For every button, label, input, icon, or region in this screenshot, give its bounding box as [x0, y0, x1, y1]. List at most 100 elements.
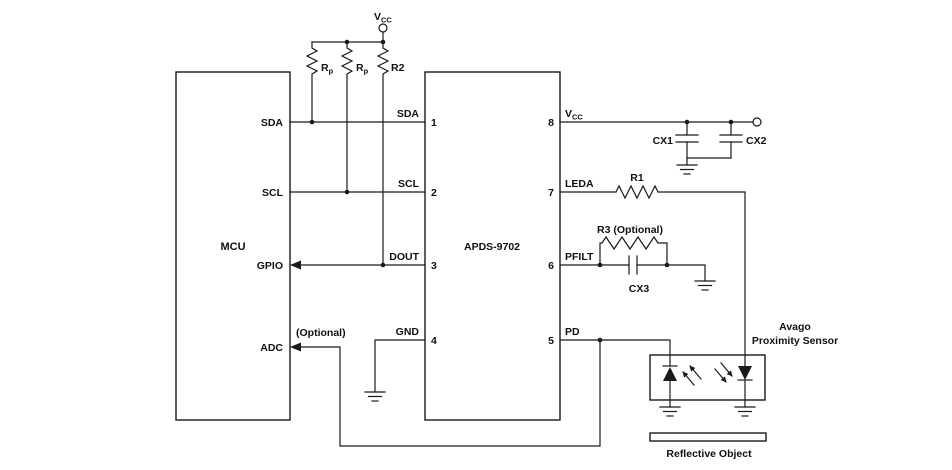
junction-dot	[380, 262, 386, 268]
cx3-capacitor	[628, 255, 638, 275]
adc-optional-note: (Optional)	[296, 327, 346, 339]
ic-block: APDS-9702 1 2 3 4 8 7 6 5 SDA SCL DOUT G…	[389, 71, 594, 421]
vcc-supply-branch: CX1 CX2	[559, 117, 767, 175]
rp-main: R	[356, 62, 364, 74]
leda-wire-right	[657, 191, 746, 367]
vcc-terminal-top: VCC	[374, 11, 392, 43]
resistor-rp2-label: Rp	[356, 62, 369, 76]
ic-title: APDS-9702	[464, 241, 520, 253]
junction-dot	[597, 337, 603, 343]
ic-pin8-number: 8	[548, 117, 554, 129]
rp-sub: p	[329, 67, 334, 76]
mcu-title: MCU	[220, 241, 245, 253]
ic-pin5-name: PD	[565, 326, 580, 338]
cx2-label: CX2	[746, 135, 767, 147]
ic-pin2-name: SCL	[398, 178, 420, 190]
cx1-label: CX1	[653, 135, 674, 147]
proximity-sensor-box	[649, 354, 766, 401]
ic-pin2-number: 2	[431, 187, 437, 199]
reflective-object-bar	[649, 432, 767, 442]
gnd-branch	[364, 339, 426, 402]
sensor-name-line2: Proximity Sensor	[752, 335, 838, 347]
signal-wires: (Optional)	[289, 121, 601, 447]
ic-pin8-name-vcc: VCC	[565, 108, 583, 122]
ic-pin4-number: 4	[431, 335, 437, 347]
pd-wire	[559, 339, 671, 367]
ground-symbol-caps	[676, 164, 698, 175]
vcc-main: V	[374, 11, 381, 23]
mcu-pin-scl-label: SCL	[262, 187, 284, 199]
ic-pin3-name: DOUT	[389, 251, 419, 263]
resistor-rp2	[340, 41, 354, 193]
junction-dot	[344, 39, 350, 45]
ic-pin5-number: 5	[548, 335, 554, 347]
ic-pin1-number: 1	[431, 117, 437, 129]
mcu-pin-adc-label: ADC	[260, 342, 283, 354]
junction-dot	[309, 119, 315, 125]
rp-main: R	[321, 62, 329, 74]
ic-box	[424, 71, 561, 421]
junction-dot	[344, 189, 350, 195]
ic-pin4-name: GND	[396, 326, 420, 338]
mcu-pin-gpio-label: GPIO	[257, 260, 283, 272]
ground-symbol-photodiode	[659, 406, 681, 417]
reflective-object-label: Reflective Object	[666, 448, 752, 460]
led-triangle	[738, 366, 752, 380]
mcu-box	[175, 71, 291, 421]
rp-sub: p	[364, 67, 369, 76]
cx2-capacitor	[719, 134, 743, 143]
resistor-r1-label: R1	[630, 172, 644, 184]
ground-symbol-ic	[364, 391, 386, 402]
leda-branch: R1	[559, 172, 746, 367]
resistor-rp1-label: Rp	[321, 62, 334, 76]
photodiode-symbol	[662, 365, 702, 408]
vcc-terminal-circle	[378, 23, 388, 33]
vcc-top-label: VCC	[374, 11, 392, 25]
resistor-r1	[615, 184, 659, 200]
reflective-object: Reflective Object	[649, 432, 767, 460]
pullup-network: Rp Rp R2	[305, 41, 405, 266]
led-symbol	[714, 362, 753, 408]
resistor-r2-label: R2	[391, 62, 405, 74]
sensor-name-line1: Avago	[779, 321, 811, 333]
pd-branch	[559, 339, 671, 367]
ground-symbol-led	[734, 406, 756, 417]
incoming-light-arrow	[689, 365, 702, 380]
cx3-label: CX3	[629, 283, 650, 295]
dout-arrowhead	[290, 260, 301, 270]
vcc-sub: CC	[572, 113, 583, 122]
adc-arrowhead	[290, 342, 301, 352]
ic-pin1-name: SDA	[397, 108, 420, 120]
mcu-pin-sda-label: SDA	[261, 117, 284, 129]
resistor-rp1	[305, 41, 319, 123]
ic-pin7-number: 7	[548, 187, 554, 199]
cx1-capacitor	[675, 134, 699, 143]
ic-pin6-name: PFILT	[565, 251, 594, 263]
vcc-sub: CC	[381, 16, 392, 25]
junction-dot	[380, 39, 386, 45]
vcc-right-terminal-circle	[752, 117, 762, 127]
junction-dot	[684, 119, 690, 125]
ground-symbol-pfilt	[694, 280, 716, 291]
emitted-light-arrow	[714, 368, 727, 383]
junction-dots	[309, 39, 734, 343]
junction-dot	[597, 262, 603, 268]
resistor-r3-label: R3 (Optional)	[597, 224, 663, 236]
emitted-light-arrow	[720, 362, 733, 377]
photodiode-triangle	[663, 367, 677, 381]
proximity-sensor-module: Avago Proximity Sensor	[649, 321, 838, 417]
mcu-block: MCU SDA SCL GPIO ADC	[175, 71, 291, 421]
ic-pin3-number: 3	[431, 260, 437, 272]
incoming-light-arrow	[682, 371, 695, 386]
vcc-main: V	[565, 108, 572, 120]
adc-wire	[291, 339, 601, 447]
pfilt-filter: CX3 R3 (Optional)	[559, 224, 716, 295]
ic-pin7-name: LEDA	[565, 178, 594, 190]
resistor-r2	[376, 41, 390, 266]
resistor-r3	[599, 235, 668, 266]
pfilt-wire-right	[636, 264, 706, 282]
junction-dot	[728, 119, 734, 125]
ic-pin6-number: 6	[548, 260, 554, 272]
